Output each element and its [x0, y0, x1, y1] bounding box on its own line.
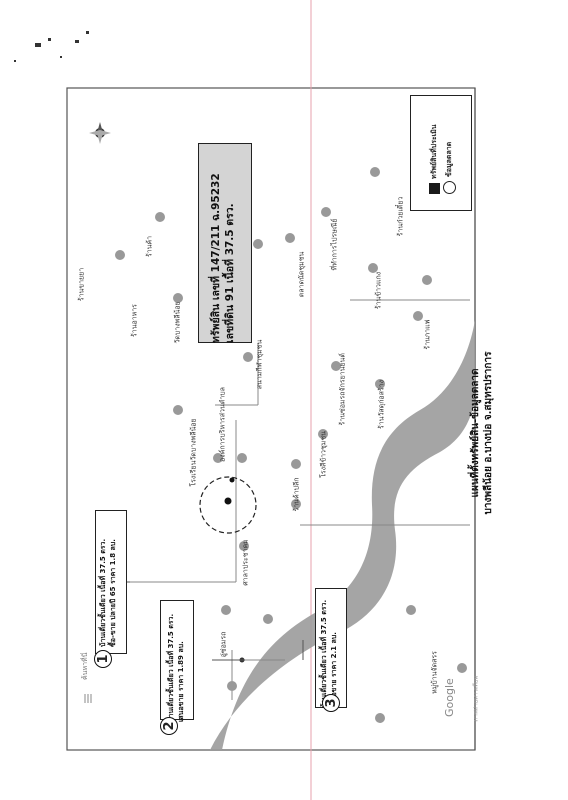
river: [210, 320, 475, 750]
poi-label: ร้านก๋วยเตี๋ยว: [396, 196, 405, 237]
scan-noise: [14, 31, 89, 62]
poi-label: หมู่บ้านจัดสรร: [430, 651, 439, 694]
poi-label: ร้านซ่อมรถจักรยานยนต์: [338, 353, 347, 426]
poi-label: ร้านค้าปลีก: [292, 477, 301, 512]
subject-info-box: ทรัพย์สิน เลขที่ 147/211 ฉ.95232 เลขที่ด…: [198, 143, 252, 343]
legend: ทรัพย์สินที่ประเมิน ข้อมูลตลาด: [410, 95, 472, 211]
poi-label: ตลาดนัดชุมชน: [297, 251, 306, 298]
comparable-3-box: บ้านเดี่ยวชั้นเดียว เนื้อที่ 37.5 ตรว. เ…: [315, 588, 347, 708]
comparable-2-text: บ้านเดี่ยวชั้นเดียว เนื้อที่ 37.5 ตรว. เ…: [166, 598, 188, 722]
legend-market-swatch: [443, 181, 456, 194]
legend-content: ทรัพย์สินที่ประเมิน ข้อมูลตลาด: [429, 114, 457, 194]
comparable-3-line-1: บ้านเดี่ยวชั้นเดียว เนื้อที่ 37.5 ตรว.: [320, 599, 328, 708]
comparable-3-line-2: เสนอขาย ราคา 2.1 ลบ.: [330, 632, 338, 708]
subject-line-1: ทรัพย์สิน เลขที่ 147/211 ฉ.95232: [210, 173, 222, 343]
map-title: แผนที่ตั้งทรัพย์สิน-ข้อมูลตลาด บางพลีน้อ…: [469, 323, 497, 543]
comparable-1-line-1: บ้านเดี่ยวชั้นเดียว เนื้อที่ 37.5 ตรว.: [99, 538, 107, 647]
legend-subject-label: ทรัพย์สินที่ประเมิน: [430, 124, 438, 179]
poi-label: วัดบางพลีน้อย: [173, 301, 182, 344]
poi-label: ร้านค้า: [145, 235, 154, 258]
poi-label: ร้านวัสดุก่อสร้าง: [377, 379, 386, 430]
map-attribution: ภาพถ่ายดาวเทียม: [472, 675, 480, 722]
legend-subject-swatch: [429, 183, 440, 194]
comparable-2-box: บ้านเดี่ยวชั้นเดียว เนื้อที่ 37.5 ตรว. เ…: [160, 598, 194, 722]
poi-label: ร้านอาหาร: [130, 304, 139, 337]
subject-radius: [199, 476, 257, 534]
compass: [89, 122, 111, 144]
comparable-2-line-2: เสนอขาย ราคา 1.89 ลบ.: [177, 641, 185, 722]
poi-label: โรงเรียนวัดบางพลีน้อย: [189, 418, 198, 487]
poi-label: ร้านกาแฟ: [423, 319, 432, 350]
poi-label: ร้านข้าวแกง: [374, 271, 383, 310]
poi-pins: [115, 167, 467, 723]
comparable-1-text: บ้านเดี่ยวชั้นเดียว เนื้อที่ 37.5 ตรว. ซ…: [98, 517, 120, 647]
subject-line-2: เลขที่ดิน 91 เนื้อที่ 37.5 ตรว.: [224, 203, 236, 343]
title-line-2: บางพลีน้อย อ.บางบ่อ จ.สมุทรปราการ: [483, 351, 494, 515]
poi-label: โรงสีข้าวชุมชน: [319, 431, 328, 478]
comparable-1-number: 1: [94, 650, 112, 668]
google-logo: Google: [443, 678, 456, 717]
road-lines: [130, 299, 470, 700]
poi-label: ศาลาประชาคม: [241, 539, 250, 586]
poi-label: สนามกีฬาชุมชน: [255, 339, 264, 390]
comparable-2-line-1: บ้านเดี่ยวชั้นเดียว เนื้อที่ 37.5 ตรว.: [167, 613, 175, 722]
comparable-3-text: บ้านเดี่ยวชั้นเดียว เนื้อที่ 37.5 ตรว. เ…: [319, 588, 341, 708]
legend-market-label: ข้อมูลตลาด: [445, 141, 453, 177]
comparable-1-line-2: ซื้อ-ขาย ปลายปี 65 ราคา 1.8 ลบ.: [109, 539, 117, 647]
title-line-1: แผนที่ตั้งทรัพย์สิน-ข้อมูลตลาด: [470, 368, 481, 498]
poi-label: องค์การบริหารส่วนตำบล: [218, 387, 227, 462]
search-box[interactable]: ค้นหาที่นี่: [81, 652, 89, 680]
poi-label: อู่ซ่อมรถ: [219, 631, 228, 658]
comparable-2-number: 2: [160, 717, 178, 735]
poi-label: ที่ทำการไปรษณีย์: [330, 218, 339, 271]
hamburger-icon: [84, 694, 92, 703]
comparable-3-number: 3: [322, 694, 340, 712]
poi-label: ร้านขายยา: [77, 267, 86, 302]
comparable-1-box: บ้านเดี่ยวชั้นเดียว เนื้อที่ 37.5 ตรว. ซ…: [95, 510, 127, 654]
subject-text: ทรัพย์สิน เลขที่ 147/211 ฉ.95232 เลขที่ด…: [209, 147, 239, 343]
subject-marker: [224, 497, 232, 505]
